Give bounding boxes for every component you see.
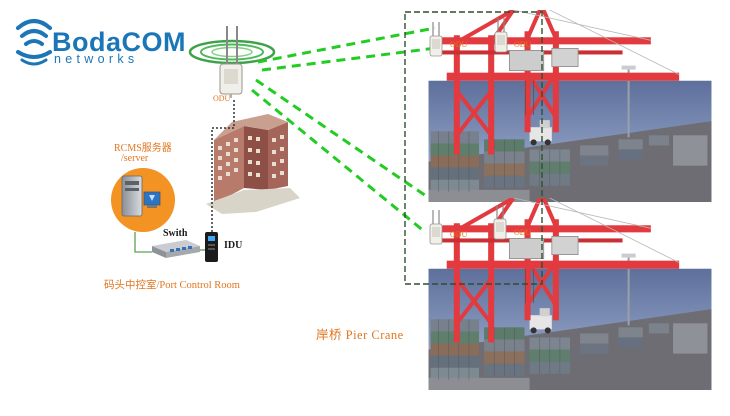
odu-idu-cable — [211, 100, 235, 232]
building-icon — [206, 114, 300, 214]
odu-crane-1a-icon — [429, 21, 443, 57]
odu-main-label: ODU — [213, 94, 231, 103]
idu-device-icon — [205, 232, 218, 262]
odu-crane-1a-label: ODU — [450, 40, 468, 49]
brand-tagline: networks — [54, 52, 139, 66]
crane-group-outline — [404, 11, 543, 285]
control-room-label: 码头中控室/Port Control Room — [104, 280, 240, 291]
odu-crane-2a-label: ODU — [450, 230, 468, 239]
server-label-line2: /server — [121, 153, 149, 164]
odu-crane-2b-label: ODU — [514, 228, 532, 237]
switch-label: Swith — [163, 228, 188, 239]
idu-label: IDU — [224, 240, 243, 251]
brand-name: BodaCOM — [52, 27, 186, 57]
odu-crane-1b-label: ODU — [514, 40, 532, 49]
bodacom-logo-icon — [16, 19, 52, 66]
pier-crane-image-top — [429, 6, 712, 202]
switch-device-icon — [152, 240, 200, 258]
server-label-line1: RCMS服务器 — [114, 143, 172, 154]
pier-crane-label: 岸桥 Pier Crane — [316, 328, 404, 342]
server-icon — [111, 168, 175, 232]
wireless-signal-icon — [188, 39, 276, 65]
lan-cables — [134, 232, 205, 253]
pier-crane-image-bottom — [429, 194, 712, 390]
odu-crane-2a-icon — [429, 209, 443, 245]
odu-main-antenna-icon — [219, 26, 243, 98]
